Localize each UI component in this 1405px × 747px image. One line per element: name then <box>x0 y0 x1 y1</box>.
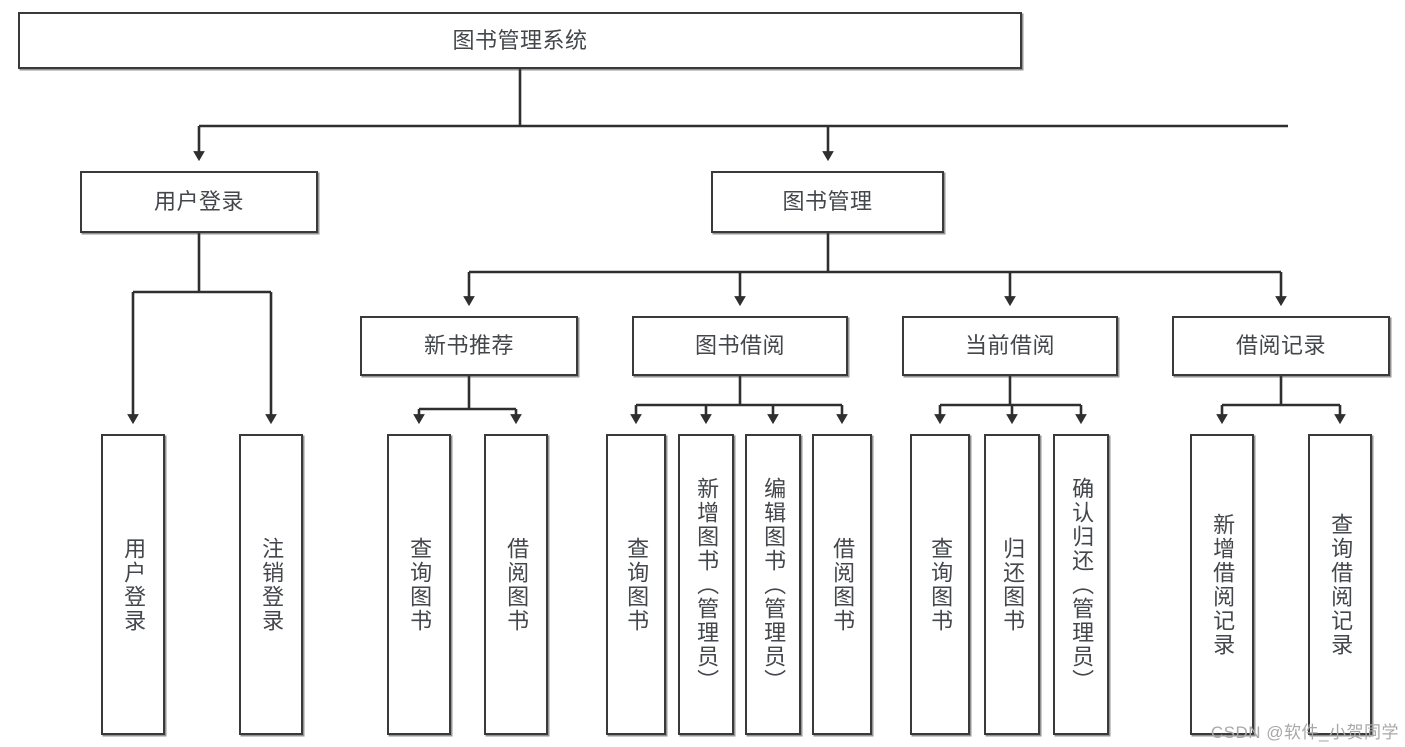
node-root[interactable]: 图书管理系统 <box>18 12 1022 69</box>
leaf-confirm-return[interactable]: 确认归还（管理员） <box>1053 434 1109 735</box>
node-book-borrow[interactable]: 图书借阅 <box>632 316 848 376</box>
node-current-borrow-label: 当前借阅 <box>964 333 1055 359</box>
leaf-borrow-book[interactable]: 借阅图书 <box>812 434 872 735</box>
leaf-query-book-rec[interactable]: 查询图书 <box>387 434 451 735</box>
node-book-manage-label: 图书管理 <box>782 189 873 215</box>
leaf-add-book-label: 新增图书（管理员） <box>694 476 720 693</box>
leaf-user-login-label: 用户登录 <box>121 536 147 633</box>
node-user-login[interactable]: 用户登录 <box>80 171 318 233</box>
leaf-return-book[interactable]: 归还图书 <box>984 434 1040 735</box>
leaf-confirm-return-label: 确认归还（管理员） <box>1069 476 1095 693</box>
leaf-borrow-book-rec[interactable]: 借阅图书 <box>484 434 548 735</box>
node-borrow-record[interactable]: 借阅记录 <box>1172 316 1390 376</box>
leaf-user-logout[interactable]: 注销登录 <box>239 434 303 735</box>
node-user-login-label: 用户登录 <box>153 189 244 215</box>
node-borrow-record-label: 借阅记录 <box>1235 333 1326 359</box>
leaf-query-record-label: 查询借阅记录 <box>1328 512 1354 657</box>
leaf-return-book-label: 归还图书 <box>1000 536 1026 633</box>
node-current-borrow[interactable]: 当前借阅 <box>902 316 1118 376</box>
leaf-borrow-book-label: 借阅图书 <box>830 536 856 633</box>
leaf-query-book-cur[interactable]: 查询图书 <box>910 434 970 735</box>
leaf-query-record[interactable]: 查询借阅记录 <box>1308 434 1372 735</box>
leaf-query-book-borrow-label: 查询图书 <box>624 536 650 633</box>
leaf-add-record[interactable]: 新增借阅记录 <box>1190 434 1254 735</box>
leaf-edit-book[interactable]: 编辑图书（管理员） <box>745 434 801 735</box>
leaf-edit-book-label: 编辑图书（管理员） <box>761 476 787 693</box>
node-new-book-rec[interactable]: 新书推荐 <box>360 316 578 376</box>
node-new-book-rec-label: 新书推荐 <box>423 333 514 359</box>
node-root-label: 图书管理系统 <box>452 27 588 53</box>
leaf-add-book[interactable]: 新增图书（管理员） <box>678 434 734 735</box>
csdn-watermark: CSDN @软件_小贺同学 <box>1210 723 1399 742</box>
node-book-manage[interactable]: 图书管理 <box>711 171 944 233</box>
leaf-user-logout-label: 注销登录 <box>259 536 285 633</box>
leaf-borrow-book-rec-label: 借阅图书 <box>504 536 530 633</box>
leaf-query-book-cur-label: 查询图书 <box>928 536 954 633</box>
node-book-borrow-label: 图书借阅 <box>694 333 785 359</box>
leaf-query-book-rec-label: 查询图书 <box>407 536 433 633</box>
leaf-query-book-borrow[interactable]: 查询图书 <box>606 434 666 735</box>
leaf-user-login[interactable]: 用户登录 <box>101 434 165 735</box>
leaf-add-record-label: 新增借阅记录 <box>1210 512 1236 657</box>
